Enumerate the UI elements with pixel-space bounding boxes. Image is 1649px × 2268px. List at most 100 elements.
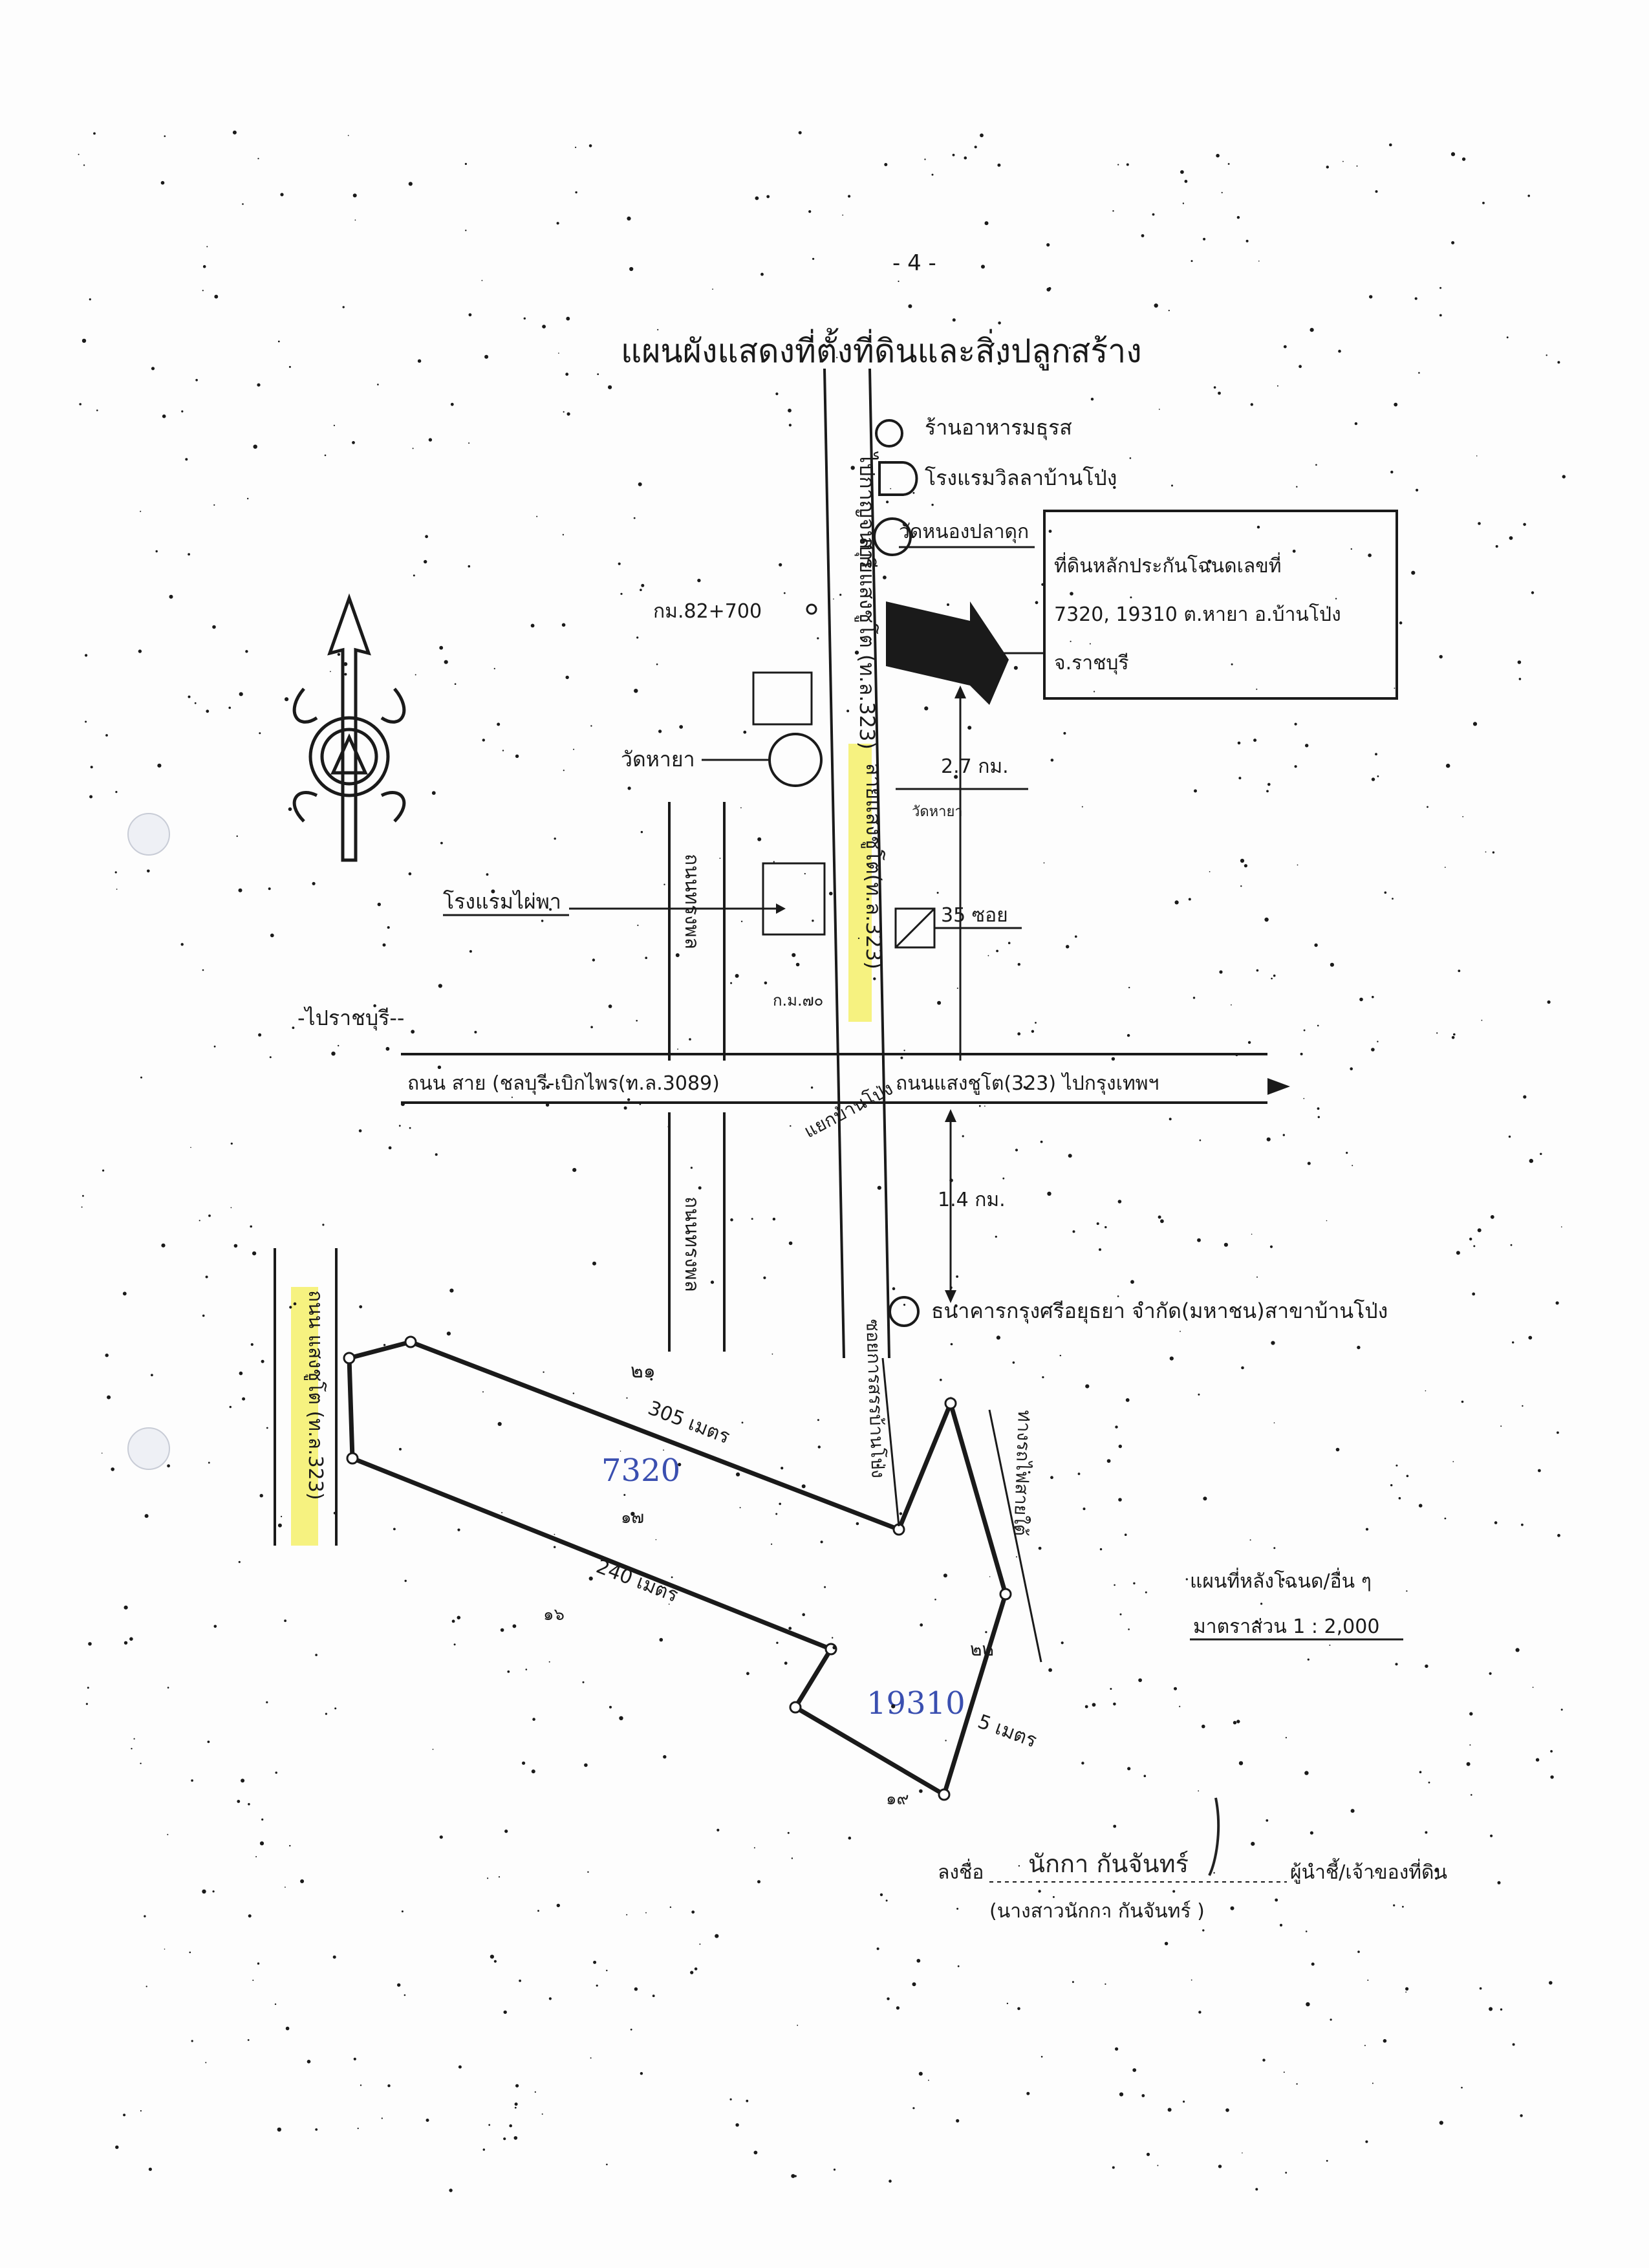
speckle bbox=[387, 926, 390, 929]
speckle bbox=[502, 750, 504, 751]
speckle bbox=[699, 1943, 701, 1945]
speckle bbox=[1118, 1498, 1122, 1502]
speckle bbox=[645, 956, 647, 959]
speckle bbox=[148, 2167, 152, 2171]
speckle bbox=[199, 1220, 200, 1222]
speckle bbox=[1342, 160, 1344, 162]
bank-marker-icon bbox=[889, 1296, 920, 1327]
speckle bbox=[1275, 1898, 1278, 1902]
speckle bbox=[449, 1288, 454, 1293]
km-point-icon bbox=[806, 603, 817, 615]
plot-num-d: ๒๒ bbox=[970, 1639, 994, 1660]
speckle bbox=[1375, 190, 1378, 193]
speckle bbox=[90, 766, 93, 769]
speckle bbox=[1046, 243, 1050, 247]
speckle bbox=[668, 1603, 670, 1605]
speckle bbox=[892, 1287, 896, 1290]
speckle bbox=[949, 1178, 953, 1182]
speckle bbox=[572, 1392, 575, 1394]
speckle bbox=[289, 1306, 292, 1309]
speckle bbox=[1059, 1354, 1062, 1357]
speckle bbox=[1130, 1280, 1134, 1284]
speckle bbox=[1304, 1771, 1309, 1775]
speckle bbox=[1105, 1226, 1107, 1229]
speckle bbox=[794, 2175, 797, 2177]
speckle bbox=[729, 2098, 732, 2101]
speckle bbox=[101, 1453, 103, 1454]
speckle bbox=[1017, 1032, 1021, 1036]
speckle bbox=[1247, 1041, 1251, 1044]
speckle bbox=[241, 1778, 245, 1783]
speckle bbox=[157, 763, 162, 768]
speckle bbox=[584, 1763, 588, 1767]
speckle bbox=[1550, 1775, 1554, 1779]
speckle bbox=[1393, 1904, 1396, 1906]
speckle bbox=[1184, 180, 1188, 183]
speckle bbox=[857, 937, 860, 940]
speckle bbox=[588, 1576, 593, 1581]
speckle bbox=[1425, 1664, 1428, 1669]
speckle bbox=[1158, 1215, 1161, 1219]
speckle bbox=[1117, 1295, 1119, 1297]
signature-role: ผู้นำชี้/เจ้าของที่ดิน bbox=[1290, 1858, 1447, 1884]
speckle bbox=[105, 1354, 109, 1357]
scan-noise bbox=[78, 130, 1566, 2192]
speckle bbox=[667, 1125, 671, 1129]
speckle bbox=[1549, 1981, 1553, 1985]
speckle bbox=[1500, 1425, 1502, 1427]
horizontal-highway bbox=[401, 1053, 1267, 1104]
speckle bbox=[1236, 1720, 1240, 1723]
speckle bbox=[1194, 789, 1197, 793]
speckle bbox=[1283, 2071, 1285, 2073]
speckle bbox=[1477, 1228, 1482, 1233]
speckle bbox=[956, 1908, 959, 1910]
speckle bbox=[812, 920, 814, 922]
speckle bbox=[270, 933, 274, 938]
speckle bbox=[1267, 783, 1271, 786]
speckle bbox=[640, 2072, 643, 2075]
landmark-hotel-top: โรงแรมวิลลาบ้านโป่ง bbox=[925, 466, 1117, 490]
speckle bbox=[1197, 1238, 1201, 1242]
speckle bbox=[817, 1419, 819, 1421]
speckle bbox=[1154, 303, 1158, 308]
speckle bbox=[1006, 2002, 1009, 2005]
speckle bbox=[1115, 1425, 1118, 1429]
dim-bottom-label: 240 เมตร bbox=[593, 1555, 681, 1607]
speckle bbox=[663, 883, 665, 885]
speckle bbox=[1490, 1834, 1493, 1837]
speckle bbox=[248, 1914, 252, 1918]
speckle bbox=[627, 216, 631, 221]
speckle bbox=[387, 2084, 391, 2088]
speckle bbox=[531, 1769, 535, 1774]
speckle bbox=[832, 1645, 836, 1650]
speckle bbox=[1364, 2044, 1366, 2046]
speckle bbox=[1179, 1705, 1181, 1707]
speckle bbox=[679, 725, 684, 729]
speckle bbox=[213, 504, 215, 506]
speckle bbox=[1202, 1929, 1205, 1932]
speckle bbox=[1294, 722, 1297, 726]
speckle bbox=[561, 623, 566, 627]
speckle bbox=[383, 1344, 386, 1346]
speckle bbox=[1145, 1591, 1147, 1593]
speckle bbox=[481, 279, 483, 281]
speckle bbox=[775, 1513, 778, 1515]
speckle bbox=[563, 411, 565, 413]
speckle bbox=[779, 563, 782, 567]
speckle bbox=[802, 1613, 805, 1616]
speckle bbox=[490, 1954, 495, 1959]
speckle bbox=[947, 603, 949, 606]
speckle bbox=[1048, 530, 1052, 533]
speckle bbox=[1439, 286, 1442, 289]
speckle bbox=[398, 1125, 401, 1127]
speckle bbox=[426, 2119, 429, 2122]
speckle bbox=[694, 1967, 698, 1971]
speckle bbox=[1139, 1912, 1142, 1915]
speckle bbox=[623, 1494, 626, 1496]
speckle bbox=[1510, 1244, 1513, 1246]
speckle bbox=[1198, 2011, 1202, 2014]
speckle bbox=[1242, 2152, 1243, 2154]
speckle bbox=[486, 873, 489, 876]
speckle bbox=[735, 2123, 739, 2127]
